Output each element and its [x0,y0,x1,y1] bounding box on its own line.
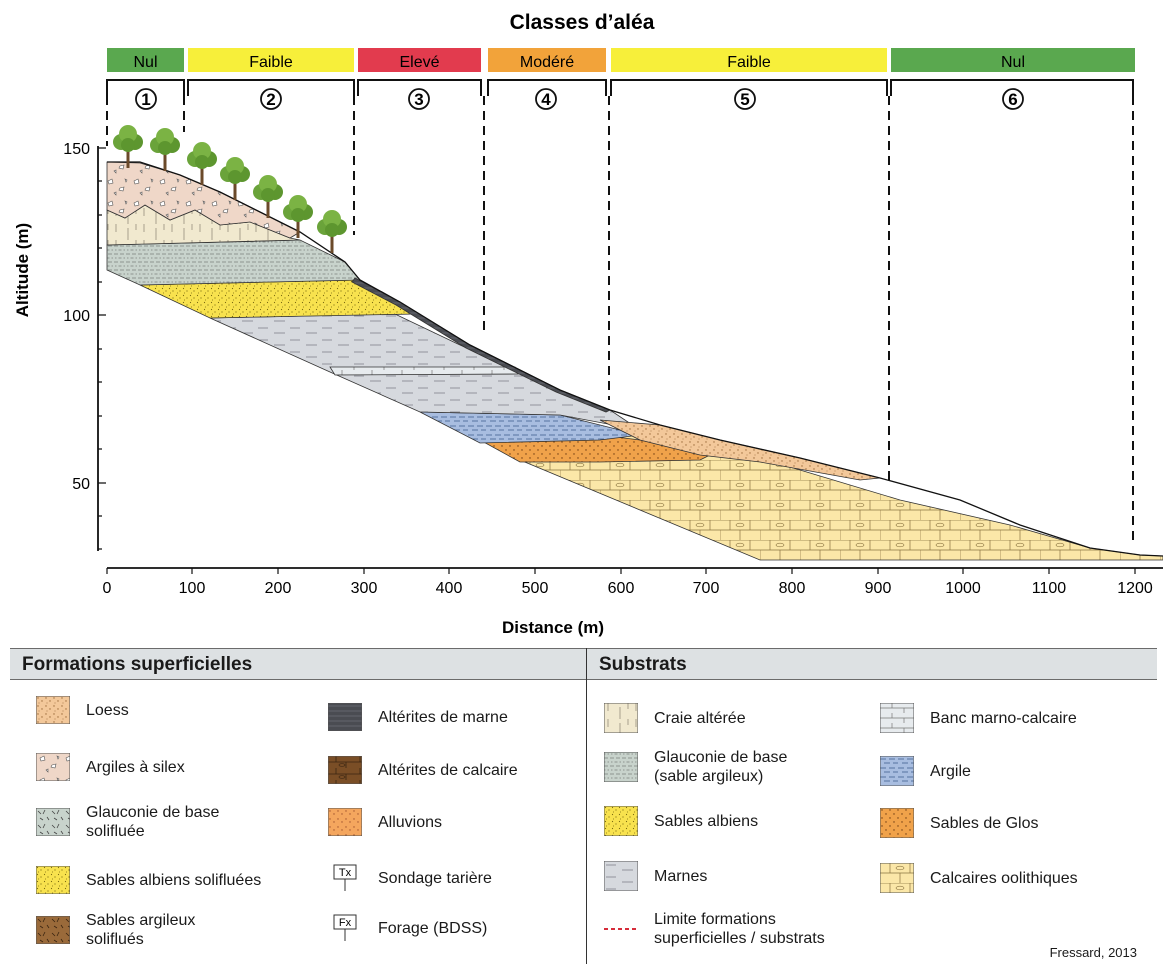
zone-number-6: 6 [1002,88,1024,110]
hazard-class-bar-4: Modéré [488,48,606,72]
legend-item-limite-formations: Limite formations superficielles / subst… [604,910,825,948]
legend-item-argile: Argile [880,756,971,786]
zone-boundary-lines [106,96,1134,540]
x-tick-label: 1200 [1117,580,1153,597]
legend-item-forage-bdss: Fx Forage (BDSS) [328,913,487,943]
hazard-class-swatch [107,48,184,72]
hazard-class-bar-6: Nul [891,48,1135,72]
hazard-class-swatch [891,48,1135,72]
forage-icon: Fx [333,914,357,941]
credit: Fressard, 2013 [1049,945,1137,960]
zone-number-3: 3 [408,88,430,110]
legend-item-alluvions: Alluvions [328,808,442,836]
hazard-class-swatch [488,48,606,72]
legend-item-glauconie-solifluee: Glauconie de base solifluée [36,803,219,841]
hazard-class-label: Modéré [520,54,574,71]
x-tick-label: 700 [693,580,720,597]
x-tick-label: 100 [179,580,206,597]
x-ticks [106,568,1136,574]
legend-heading-substrates: Substrats [587,648,1157,680]
zone-number-5: 5 [734,88,756,110]
x-tick-label: 800 [779,580,806,597]
zone-brackets [106,79,1134,96]
zone-numbers: 1 2 3 4 5 6 [135,88,1024,110]
hazard-class-label: Faible [727,54,771,71]
legend-item-sables-de-glos: Sables de Glos [880,808,1039,838]
legend-item-marnes: Marnes [604,861,707,891]
svg-text:4: 4 [541,90,551,109]
geological-cross-section: Classes d’aléa Nul Faible Elevé Modéré F… [13,11,1163,637]
legend-item-craie-alteree: Craie altérée [604,703,746,733]
legend-heading-superficial: Formations superficielles [10,648,586,680]
hazard-class-bar-2: Faible [188,48,354,72]
x-tick-label: 0 [103,580,112,597]
y-tick-labels: 150 100 50 [63,141,90,493]
hazard-class-swatch [358,48,481,72]
y-axis-title: Altitude (m) [13,223,32,317]
svg-text:Tx: Tx [339,867,352,879]
y-tick-label: 50 [72,476,90,493]
legend-item-alterites-de-calcaire: Altérites de calcaire [328,756,518,784]
x-tick-label: 200 [265,580,292,597]
svg-text:6: 6 [1008,90,1017,109]
legend-item-sables-albiens: Sables albiens [604,806,758,836]
legend-item-calcaires-oolithiques: Calcaires oolithiques [880,863,1078,893]
x-tick-label: 1000 [945,580,981,597]
y-ticks [98,147,106,550]
y-tick-label: 100 [63,308,90,325]
sondage-tariere-icon: Tx [333,864,357,891]
diagram-title: Classes d’aléa [510,11,655,34]
layer-sables-albiens [139,279,417,319]
x-tick-label: 500 [522,580,549,597]
x-tick-labels: 0 100 200 300 400 500 600 700 800 900 10… [103,580,1153,597]
x-tick-label: 400 [436,580,463,597]
x-tick-label: 600 [608,580,635,597]
legend-item-alterites-de-marne: Altérites de marne [328,703,508,731]
svg-text:Fx: Fx [339,917,352,929]
legend-divider [586,648,587,964]
hazard-class-bar-3: Elevé [358,48,481,72]
layer-banc-marno-calcaire [329,366,519,376]
geological-layers [106,161,1163,561]
legend-item-sables-albiens-soliflues: Sables albiens solifluées [36,866,261,894]
svg-text:5: 5 [740,90,749,109]
hazard-class-bar-5: Faible [611,48,887,72]
hazard-class-label: Nul [133,54,157,71]
hazard-class-label: Faible [249,54,293,71]
x-axis-title: Distance (m) [502,618,604,637]
legend-item-sondage-tariere: Tx Sondage tarière [328,863,492,893]
svg-text:1: 1 [141,90,150,109]
legend-item-banc-marno-calcaire: Banc marno-calcaire [880,703,1077,733]
zone-number-2: 2 [260,88,282,110]
zone-number-4: 4 [535,88,557,110]
y-tick-label: 150 [63,141,90,158]
legend-item-loess: Loess [36,696,129,724]
topographic-surface [107,161,1163,557]
legend: Formations superficielles Substrats Loes… [10,648,1157,964]
x-tick-label: 1100 [1032,580,1067,597]
x-tick-label: 900 [865,580,892,597]
hazard-class-label: Nul [1001,54,1025,71]
zone-number-1: 1 [135,88,157,110]
legend-title-superficial: Formations superficielles [22,654,253,675]
legend-title-substrates: Substrats [599,654,687,675]
hazard-class-swatch [188,48,354,72]
legend-item-argiles-a-silex: Argiles à silex [36,753,185,781]
boundary-line-icon [604,928,638,930]
legend-item-sables-argileux-soliflues: Sables argileux soliflués [36,911,195,949]
svg-text:2: 2 [266,90,275,109]
svg-text:3: 3 [414,90,423,109]
legend-item-glauconie-de-base: Glauconie de base (sable argileux) [604,748,787,786]
hazard-class-label: Elevé [399,54,439,71]
x-tick-label: 300 [351,580,378,597]
hazard-class-swatch [611,48,887,72]
hazard-class-bar-1: Nul [107,48,184,72]
